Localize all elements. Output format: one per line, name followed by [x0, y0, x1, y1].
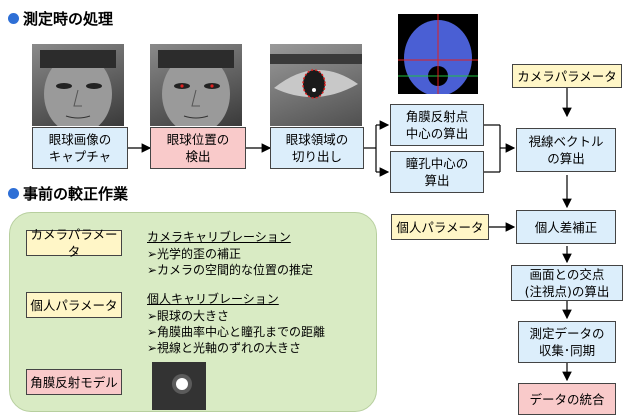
face-photo-detect	[150, 44, 242, 126]
segmentation-illustration	[398, 14, 478, 94]
calib-camera-parameter-box: カメラパラメータ	[26, 227, 122, 259]
section-title-calibration-text: 事前の較正作業	[23, 185, 129, 203]
personal-calib-item: ➢視線と光軸のずれの大きさ	[147, 341, 302, 355]
screen-intersection-box: 画面との交点 (注視点)の算出	[511, 265, 623, 301]
cornea-reflection-photo	[152, 362, 206, 410]
section-title-measurement-text: 測定時の処理	[23, 10, 114, 28]
personal-parameter-box: 個人パラメータ	[391, 214, 489, 240]
face-photo-capture	[32, 44, 124, 126]
pupil-segmentation-image	[398, 14, 478, 94]
reflection-illustration	[172, 374, 192, 394]
face-illustration	[40, 50, 116, 126]
section-title-measurement: 測定時の処理	[8, 8, 113, 29]
personal-calib-item: ➢角膜曲率中心と瞳孔までの距離	[147, 325, 326, 339]
camera-parameter-box: カメラパラメータ	[512, 64, 622, 88]
cornea-reflection-model-box: 角膜反射モデル	[26, 369, 122, 395]
camera-calibration-title: カメラキャリブレーション	[147, 230, 291, 244]
detect-eye-position-box: 眼球位置の 検出	[150, 127, 246, 169]
section-title-calibration: 事前の較正作業	[8, 183, 128, 204]
camera-calib-item: ➢カメラの空間的な位置の推定	[147, 263, 314, 277]
gaze-vector-box: 視線ベクトル の算出	[516, 128, 616, 172]
extract-eye-region-box: 眼球領域の 切り出し	[270, 127, 364, 169]
eye-closeup-photo	[270, 44, 362, 126]
cornea-reflection-center-box: 角膜反射点 中心の算出	[390, 104, 484, 146]
personal-calib-item: ➢眼球の大きさ	[147, 309, 230, 323]
pupil-center-box: 瞳孔中心の 算出	[390, 151, 484, 193]
personal-correction-box: 個人差補正	[516, 210, 616, 244]
capture-eye-image-box: 眼球画像の キャプチャ	[32, 127, 128, 169]
personal-calibration-title: 個人キャリブレーション	[147, 292, 279, 306]
collect-data-box: 測定データの 収集･同期	[518, 321, 616, 363]
bullet-dot-icon	[8, 188, 19, 199]
data-integration-box: データの統合	[518, 383, 616, 415]
eye-illustration	[270, 54, 362, 99]
calib-personal-parameter-box: 個人パラメータ	[26, 292, 122, 318]
camera-calib-item: ➢光学的歪の補正	[147, 247, 242, 261]
bullet-dot-icon	[8, 13, 19, 24]
face-illustration	[158, 50, 234, 126]
